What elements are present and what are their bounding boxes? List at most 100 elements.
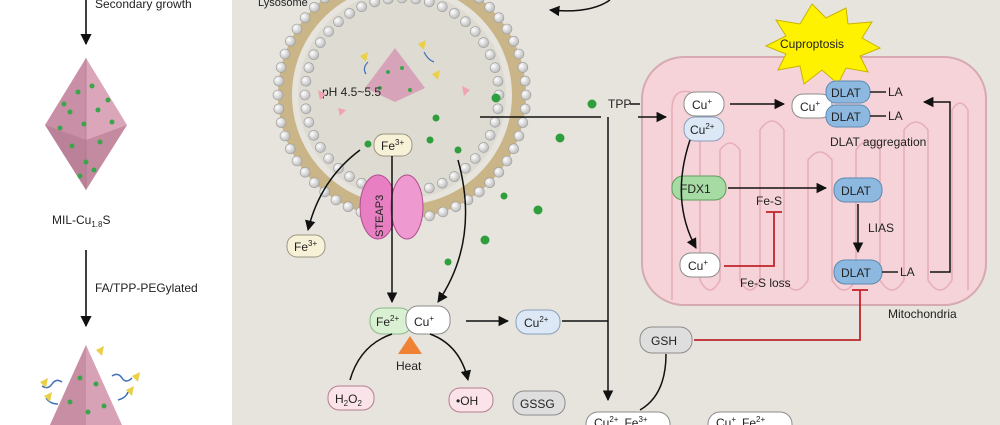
lipid-head	[436, 1, 448, 13]
lipid-head	[508, 35, 520, 47]
lipid-head	[469, 26, 481, 37]
svg-text:Cu2+: Cu2+	[690, 122, 715, 137]
cu1-fe2-pill-bottom: Cu+Fe2+	[707, 411, 793, 425]
lipid-head	[315, 142, 326, 153]
lipid-head	[469, 153, 481, 164]
lipid-head	[493, 167, 505, 178]
lipid-head	[315, 37, 326, 48]
steap3-label: STEAP3	[374, 195, 386, 237]
steap3-transporter[interactable]: STEAP3	[359, 174, 424, 240]
svg-text:•OH: •OH	[456, 394, 478, 408]
lipid-head	[484, 2, 496, 13]
svg-text:MIL-Cu1.8S: MIL-Cu1.8S	[52, 213, 110, 229]
lipid-head	[279, 130, 291, 142]
svg-text:Cu+Fe2+: Cu+Fe2+	[716, 415, 765, 425]
lipid-head	[484, 130, 496, 141]
lipid-head	[460, 16, 471, 28]
lipid-head	[410, 0, 422, 5]
nanoparticle-in-lysosome	[360, 40, 440, 102]
lipid-head	[513, 48, 525, 60]
lipid-head	[382, 0, 394, 5]
lipid-head	[449, 171, 460, 182]
membrane-beads	[272, 0, 532, 225]
fe-s-label: Fe-S	[756, 194, 782, 208]
lipid-head	[330, 194, 342, 206]
dlat-aggregation: DLAT DLAT LA LA	[825, 80, 903, 128]
svg-text:Cu+: Cu+	[688, 258, 708, 273]
la-label-2: LA	[888, 109, 903, 123]
lias-label: LIAS	[868, 221, 894, 235]
lipid-head	[501, 155, 513, 167]
lipid-head	[319, 0, 330, 4]
ph-label: pH 4.5~5.5	[322, 85, 381, 99]
lipid-head	[520, 89, 532, 101]
lipid-head	[449, 8, 460, 19]
lipid-head	[275, 117, 287, 128]
lipid-head	[342, 201, 354, 212]
lipid-head	[303, 62, 315, 73]
svg-text:Fe3+: Fe3+	[294, 239, 317, 254]
cu1-pill-dlat: Cu+	[791, 93, 833, 119]
tpp-particle-icon	[587, 99, 597, 109]
octahedron-particle-1	[45, 58, 127, 190]
lipid-head	[517, 117, 529, 128]
fe3-pill-cytosol: Fe3+	[286, 234, 326, 258]
svg-text:GSSG: GSSG	[520, 397, 555, 411]
lipid-head	[299, 167, 311, 178]
tpp-label: TPP	[608, 97, 631, 111]
svg-text:Cu+: Cu+	[414, 314, 434, 329]
la-label-1: LA	[888, 85, 903, 99]
pathway-arrows	[305, 0, 951, 411]
lysosome-label: Lysosome	[258, 0, 308, 9]
lipid-head	[333, 16, 344, 28]
degraded-fragments	[318, 86, 470, 116]
lipid-head	[492, 103, 504, 115]
lipid-head	[513, 130, 525, 142]
lipid-head	[436, 177, 448, 189]
lipid-head	[303, 117, 315, 128]
lipid-head	[489, 62, 501, 73]
cu2-fe3-pill-bottom: Cu2+Fe3+	[585, 411, 671, 425]
cuproptosis-burst: Cuproptosis	[764, 3, 882, 85]
lipid-head	[299, 12, 311, 24]
lipid-head	[493, 12, 505, 24]
lipid-head	[489, 117, 501, 128]
lipid-head	[517, 62, 529, 73]
lipid-head	[291, 23, 303, 35]
heat-icon	[398, 336, 422, 354]
octahedron-particle-2	[40, 345, 140, 425]
cu2-pill-mito-entry: Cu2+	[683, 116, 725, 142]
lipid-head	[299, 89, 311, 101]
svg-text:DLAT: DLAT	[841, 266, 871, 280]
lipid-head	[308, 177, 320, 188]
svg-text:Cu2+: Cu2+	[524, 315, 549, 330]
lipid-head	[300, 103, 312, 115]
lipid-head	[478, 142, 489, 153]
svg-text:LA: LA	[900, 265, 915, 279]
svg-text:Cuproptosis: Cuproptosis	[780, 37, 844, 51]
svg-text:H2O2: H2O2	[335, 392, 362, 408]
lipid-head	[474, 0, 485, 4]
lipid-head	[423, 182, 435, 194]
lipid-head	[501, 23, 513, 35]
lipid-head	[333, 163, 344, 174]
mitochondria-label: Mitochondria	[888, 307, 957, 321]
fe2-cu1-pill: Fe2+ Cu+	[369, 305, 451, 335]
lipid-head	[273, 75, 285, 87]
lipid-head	[344, 8, 355, 19]
lipid-head	[450, 201, 462, 212]
dlat-pill-bottom: DLAT LA	[833, 259, 915, 285]
dlat-aggregation-label: DLAT aggregation	[830, 135, 926, 149]
synthesis-panel	[0, 0, 232, 425]
lipid-head	[356, 1, 368, 13]
lipid-head	[272, 89, 284, 101]
cu1-pill-lower: Cu+	[679, 252, 721, 278]
heat-label: Heat	[396, 359, 422, 373]
lipid-head	[519, 103, 531, 115]
lipid-head	[519, 75, 531, 87]
copper-nanoparticles	[364, 93, 565, 266]
lipid-head	[437, 206, 449, 218]
svg-text:Cu+: Cu+	[692, 97, 712, 112]
h2o2-pill: H2O2	[327, 385, 375, 411]
